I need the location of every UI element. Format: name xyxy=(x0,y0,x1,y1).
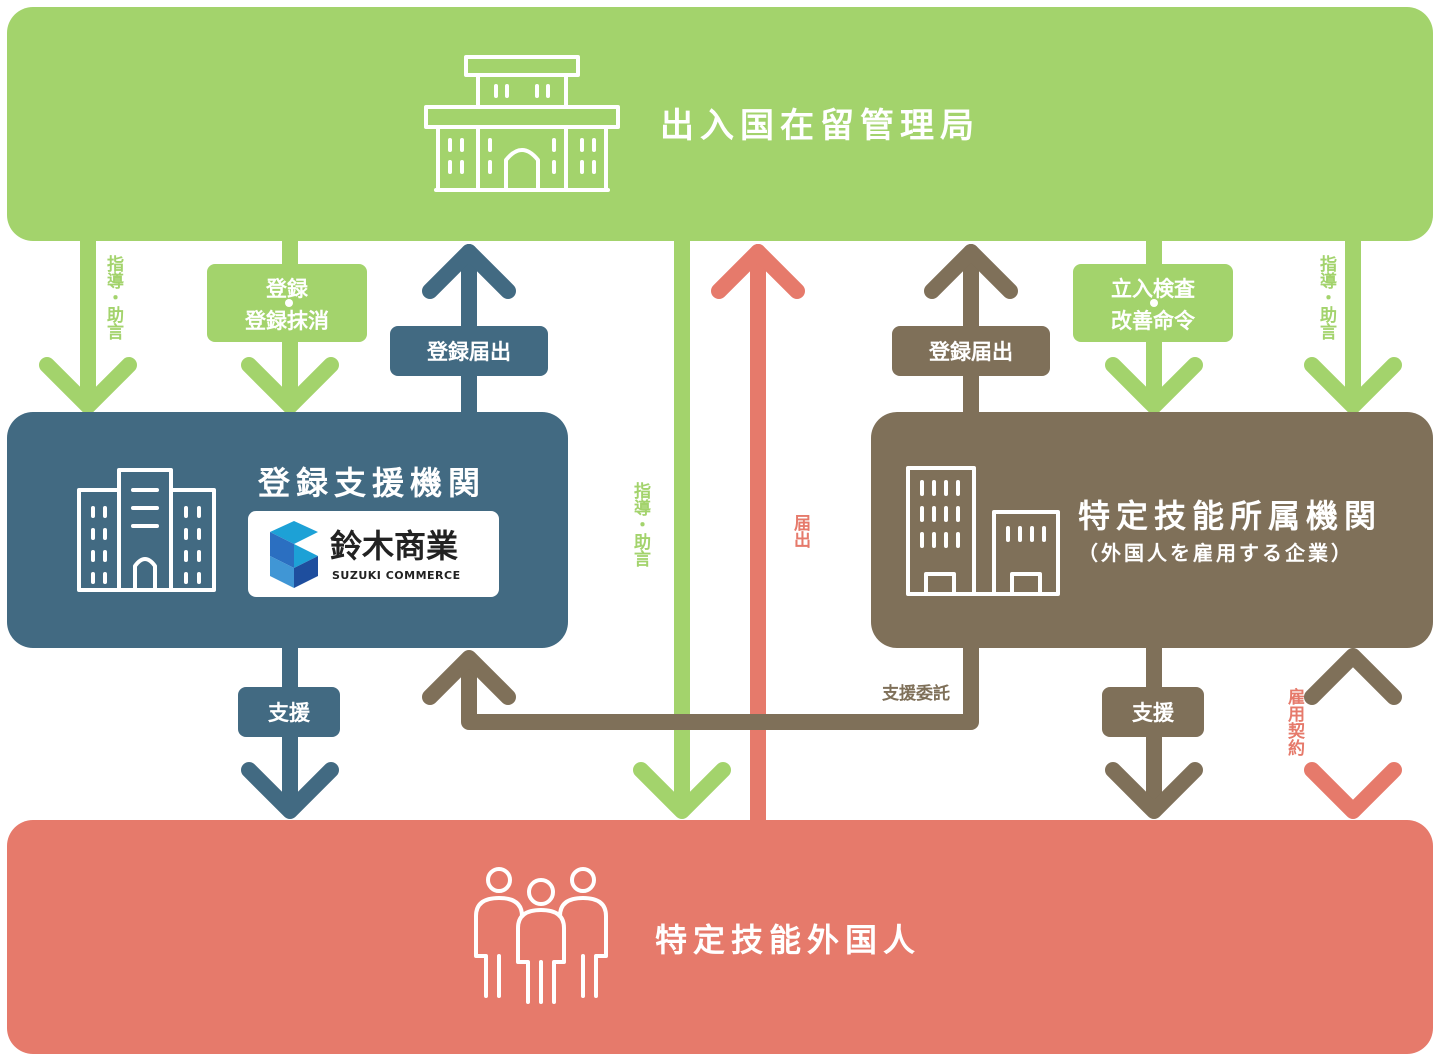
notification-label: 届出 xyxy=(790,514,811,549)
notification-arrow xyxy=(711,244,805,838)
guidance-center-label: 指導・助言 xyxy=(630,481,651,568)
worker-title: 特定技能外国人 xyxy=(655,921,921,959)
inspection-tag: 立入検査 改善命令 xyxy=(1073,264,1233,342)
guidance-left-label: 指導・助言 xyxy=(103,254,124,341)
logo-name: 鈴木商業 xyxy=(330,527,458,565)
guidance-right-arrow xyxy=(1304,228,1402,414)
guidance-right-label: 指導・助言 xyxy=(1316,254,1337,341)
affiliated-org-subtitle: （外国人を雇用する企業） xyxy=(1078,541,1354,565)
affiliated-org-title: 特定技能所属機関 xyxy=(1078,497,1382,535)
registration-tag: 登録 登録抹消 xyxy=(207,264,367,342)
registered-support-title: 登録支援機関 xyxy=(257,464,486,502)
support-consign-arrow xyxy=(422,632,979,730)
registered-support-box: 登録支援機関 鈴木商業 SUZUKI COMMERCE xyxy=(7,412,568,648)
report-blue-tag: 登録届出 xyxy=(390,326,548,376)
worker-box: 特定技能外国人 xyxy=(7,820,1433,1054)
logo-subtitle: SUZUKI COMMERCE xyxy=(332,569,461,582)
employment-label: 雇用契約 xyxy=(1284,687,1306,757)
report-blue-label: 登録届出 xyxy=(426,340,511,364)
registration-tag-line1: 登録 xyxy=(265,277,309,301)
suzuki-commerce-logo-icon xyxy=(270,521,318,588)
report-brown-label: 登録届出 xyxy=(928,340,1013,364)
guidance-left-arrow xyxy=(39,228,137,414)
affiliated-org-box: 特定技能所属機関 （外国人を雇用する企業） xyxy=(871,412,1433,648)
immigration-box: 出入国在留管理局 xyxy=(7,7,1433,241)
support-left-label: 支援 xyxy=(268,701,311,725)
support-consign-label: 支援委託 xyxy=(882,683,950,704)
government-building-icon xyxy=(424,55,620,192)
employment-arrow xyxy=(1304,648,1402,819)
support-right-tag: 支援 xyxy=(1102,687,1204,737)
support-left-tag: 支援 xyxy=(238,687,340,737)
company-buildings-icon xyxy=(906,466,1060,596)
inspection-tag-line2: 改善命令 xyxy=(1111,309,1196,333)
office-building-icon xyxy=(77,468,216,592)
report-brown-tag: 登録届出 xyxy=(892,326,1050,376)
inspection-tag-line1: 立入検査 xyxy=(1111,277,1195,301)
registration-tag-line2: 登録抹消 xyxy=(244,309,329,333)
company-logo-card: 鈴木商業 SUZUKI COMMERCE xyxy=(248,511,499,597)
support-right-label: 支援 xyxy=(1132,701,1175,725)
immigration-title: 出入国在留管理局 xyxy=(660,106,980,146)
people-group-icon xyxy=(474,867,608,1004)
guidance-center-arrow xyxy=(633,228,731,819)
